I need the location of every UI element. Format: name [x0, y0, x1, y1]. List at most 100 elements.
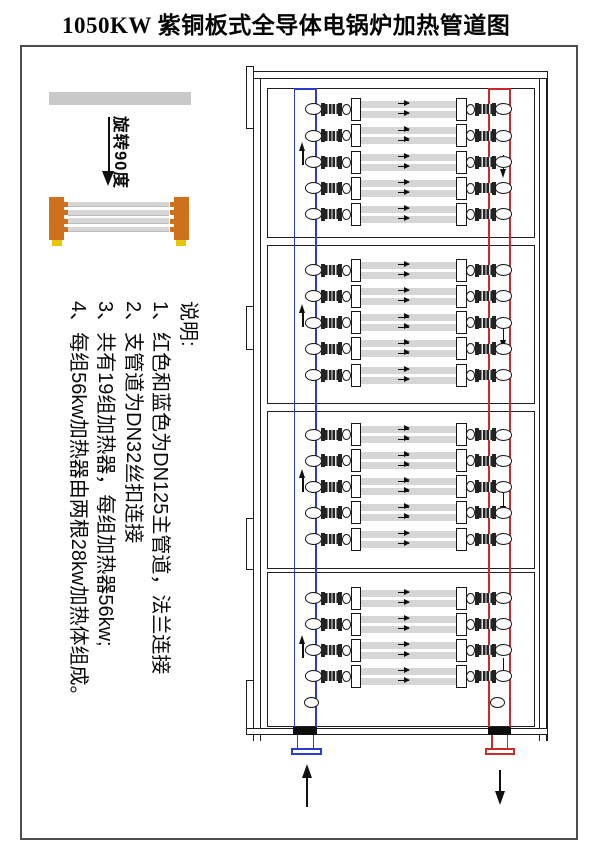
- pipe-nut: [337, 181, 342, 195]
- pipe-nut: [474, 532, 479, 546]
- heater-outlet-circle: [494, 506, 512, 519]
- flow-right-arrow-icon: [398, 188, 410, 195]
- heater-outlet-circle: [494, 290, 512, 302]
- pipe-nut: [337, 102, 342, 116]
- pipe-nut: [320, 342, 325, 355]
- flow-right-arrow-icon: [398, 435, 410, 442]
- cabinet-hinge: [245, 680, 254, 729]
- empty-slot-circle: [303, 696, 319, 708]
- cabinet-panel-2: [267, 245, 535, 404]
- joint-ellipse: [465, 343, 475, 354]
- pipe-nut: [337, 617, 342, 631]
- joint-ellipse: [465, 290, 475, 302]
- flow-right-arrow-icon: [398, 99, 410, 106]
- cabinet-panel-4: [267, 572, 535, 727]
- flow-right-arrow-icon: [398, 313, 410, 320]
- heater-plate: [350, 337, 361, 360]
- heater-plate: [456, 501, 467, 524]
- pipe-nut: [320, 263, 325, 277]
- cabinet-hinge: [245, 518, 254, 570]
- red-return-pipe-right-line: [509, 88, 511, 728]
- pipe-nut: [491, 591, 496, 605]
- joint-ellipse: [465, 455, 475, 466]
- joint-ellipse: [341, 290, 351, 302]
- pipe-nut: [491, 102, 496, 116]
- pipe-nut: [474, 480, 479, 493]
- joint-ellipse: [341, 182, 351, 194]
- pipe-nut: [320, 155, 325, 169]
- pipe-nut: [474, 368, 479, 382]
- heater-inlet-circle: [304, 208, 322, 220]
- pipe-nut: [337, 669, 342, 683]
- heater-plate: [456, 638, 467, 662]
- pipe-thread: [325, 534, 338, 544]
- heater-outlet-circle: [494, 533, 512, 545]
- pipe-nut: [337, 454, 342, 467]
- pipe-nut: [320, 207, 325, 221]
- outlet-flow-down-arrow-icon: [494, 770, 506, 805]
- heater-inlet-circle: [304, 103, 322, 115]
- pipe-nut: [474, 263, 479, 277]
- heater-plate: [456, 202, 467, 226]
- flow-right-arrow-icon: [398, 451, 410, 458]
- bundle-tube: [68, 218, 169, 224]
- joint-ellipse: [341, 481, 351, 492]
- heater-outlet-circle: [494, 618, 512, 630]
- notes-block: 说明: 1、红色和蓝色为DN125主管道，法兰连接 2、支管道为DN32丝扣连接…: [64, 301, 202, 806]
- pipe-nut: [474, 454, 479, 467]
- joint-ellipse: [341, 592, 351, 604]
- heater-outlet-circle: [494, 264, 512, 276]
- pipe-thread: [479, 104, 492, 114]
- joint-ellipse: [341, 429, 351, 440]
- pipe-nut: [491, 129, 496, 142]
- heater-plate: [456, 586, 467, 610]
- bundle-nub: [169, 201, 174, 207]
- pipe-nut: [474, 591, 479, 605]
- heater-inlet-circle: [304, 533, 322, 545]
- heater-plate: [350, 363, 361, 387]
- heater-outlet-circle: [494, 208, 512, 220]
- pipe-nut: [491, 454, 496, 467]
- legend-flat-plate: [49, 92, 191, 105]
- heater-inlet-circle: [304, 618, 322, 630]
- joint-ellipse: [465, 317, 475, 328]
- bundle-tube: [68, 226, 169, 233]
- flow-right-arrow-icon: [398, 126, 410, 133]
- flow-right-arrow-icon: [398, 270, 410, 277]
- pipe-nut: [491, 428, 496, 441]
- flow-right-arrow-icon: [398, 503, 410, 510]
- pipe-flow-up-arrow-icon: [299, 635, 305, 658]
- pipe-thread: [479, 534, 492, 544]
- pipe-thread: [479, 209, 492, 219]
- flow-right-arrow-icon: [398, 375, 410, 382]
- pipe-nut: [320, 181, 325, 195]
- joint-ellipse: [341, 507, 351, 518]
- heater-inlet-circle: [304, 290, 322, 302]
- pipe-thread: [479, 455, 492, 466]
- heater-plate: [456, 284, 467, 308]
- pipe-thread: [325, 455, 338, 466]
- heater-plate: [350, 150, 361, 174]
- pipe-thread: [325, 619, 338, 629]
- pipe-nut: [337, 368, 342, 382]
- pipe-nut: [337, 207, 342, 221]
- flow-right-arrow-icon: [398, 365, 410, 372]
- joint-ellipse: [465, 103, 475, 115]
- heater-inlet-circle: [304, 506, 322, 519]
- heater-inlet-circle: [304, 182, 322, 194]
- pipe-thread: [325, 343, 338, 354]
- pipe-nut: [320, 428, 325, 441]
- pipe-thread: [479, 619, 492, 629]
- heater-plate: [456, 664, 467, 688]
- pipe-nut: [491, 263, 496, 277]
- joint-ellipse: [341, 103, 351, 115]
- heater-plate: [456, 612, 467, 636]
- red-pipe-top-cap: [488, 88, 511, 90]
- pipe-nut: [491, 316, 496, 329]
- joint-ellipse: [341, 343, 351, 354]
- pipe-thread: [479, 593, 492, 603]
- joint-ellipse: [465, 507, 475, 518]
- heater-plate: [456, 176, 467, 200]
- heater-outlet-circle: [494, 428, 512, 441]
- heater-plate: [350, 638, 361, 662]
